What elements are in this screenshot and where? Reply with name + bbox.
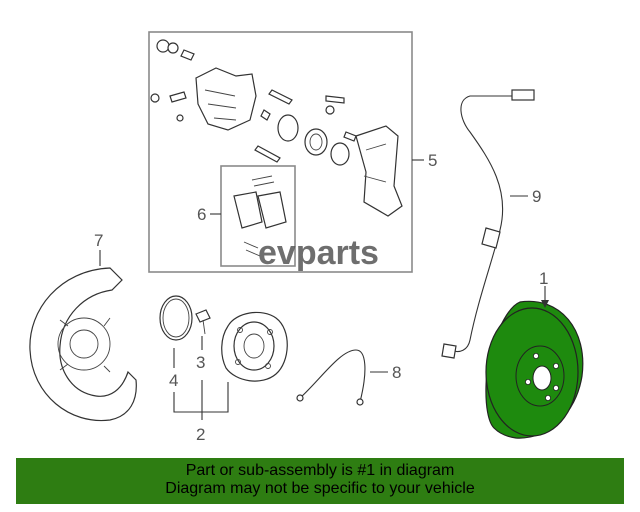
callout-6: 6 xyxy=(197,205,206,224)
brake-pads xyxy=(233,175,287,257)
caliper-parts xyxy=(150,39,403,217)
hub-bearing xyxy=(221,311,288,382)
leader-lines xyxy=(99,159,549,420)
pad-group-box xyxy=(220,165,296,267)
o-ring xyxy=(159,295,193,341)
callout-5: 5 xyxy=(428,151,437,170)
callout-7: 7 xyxy=(94,231,103,250)
callout-9: 9 xyxy=(532,187,541,206)
banner-line-2: Diagram may not be specific to your vehi… xyxy=(165,480,475,497)
banner-line-1: Part or sub-assembly is #1 in diagram xyxy=(185,462,455,479)
callout-8: 8 xyxy=(392,363,401,382)
dust-shield xyxy=(29,267,137,422)
callout-1: 1 xyxy=(539,269,548,288)
hub-bolt xyxy=(195,309,211,323)
caliper-group-box xyxy=(148,31,413,273)
watermark-logo: evparts xyxy=(258,234,379,272)
callout-2: 2 xyxy=(196,425,205,444)
brake-hose xyxy=(299,349,366,403)
info-banner: Part or sub-assembly is #1 in diagram Di… xyxy=(16,458,624,504)
abs-sensor-wire xyxy=(441,89,535,359)
callout-4: 4 xyxy=(169,371,178,390)
brake-rotor xyxy=(485,300,584,439)
callout-3: 3 xyxy=(196,353,205,372)
